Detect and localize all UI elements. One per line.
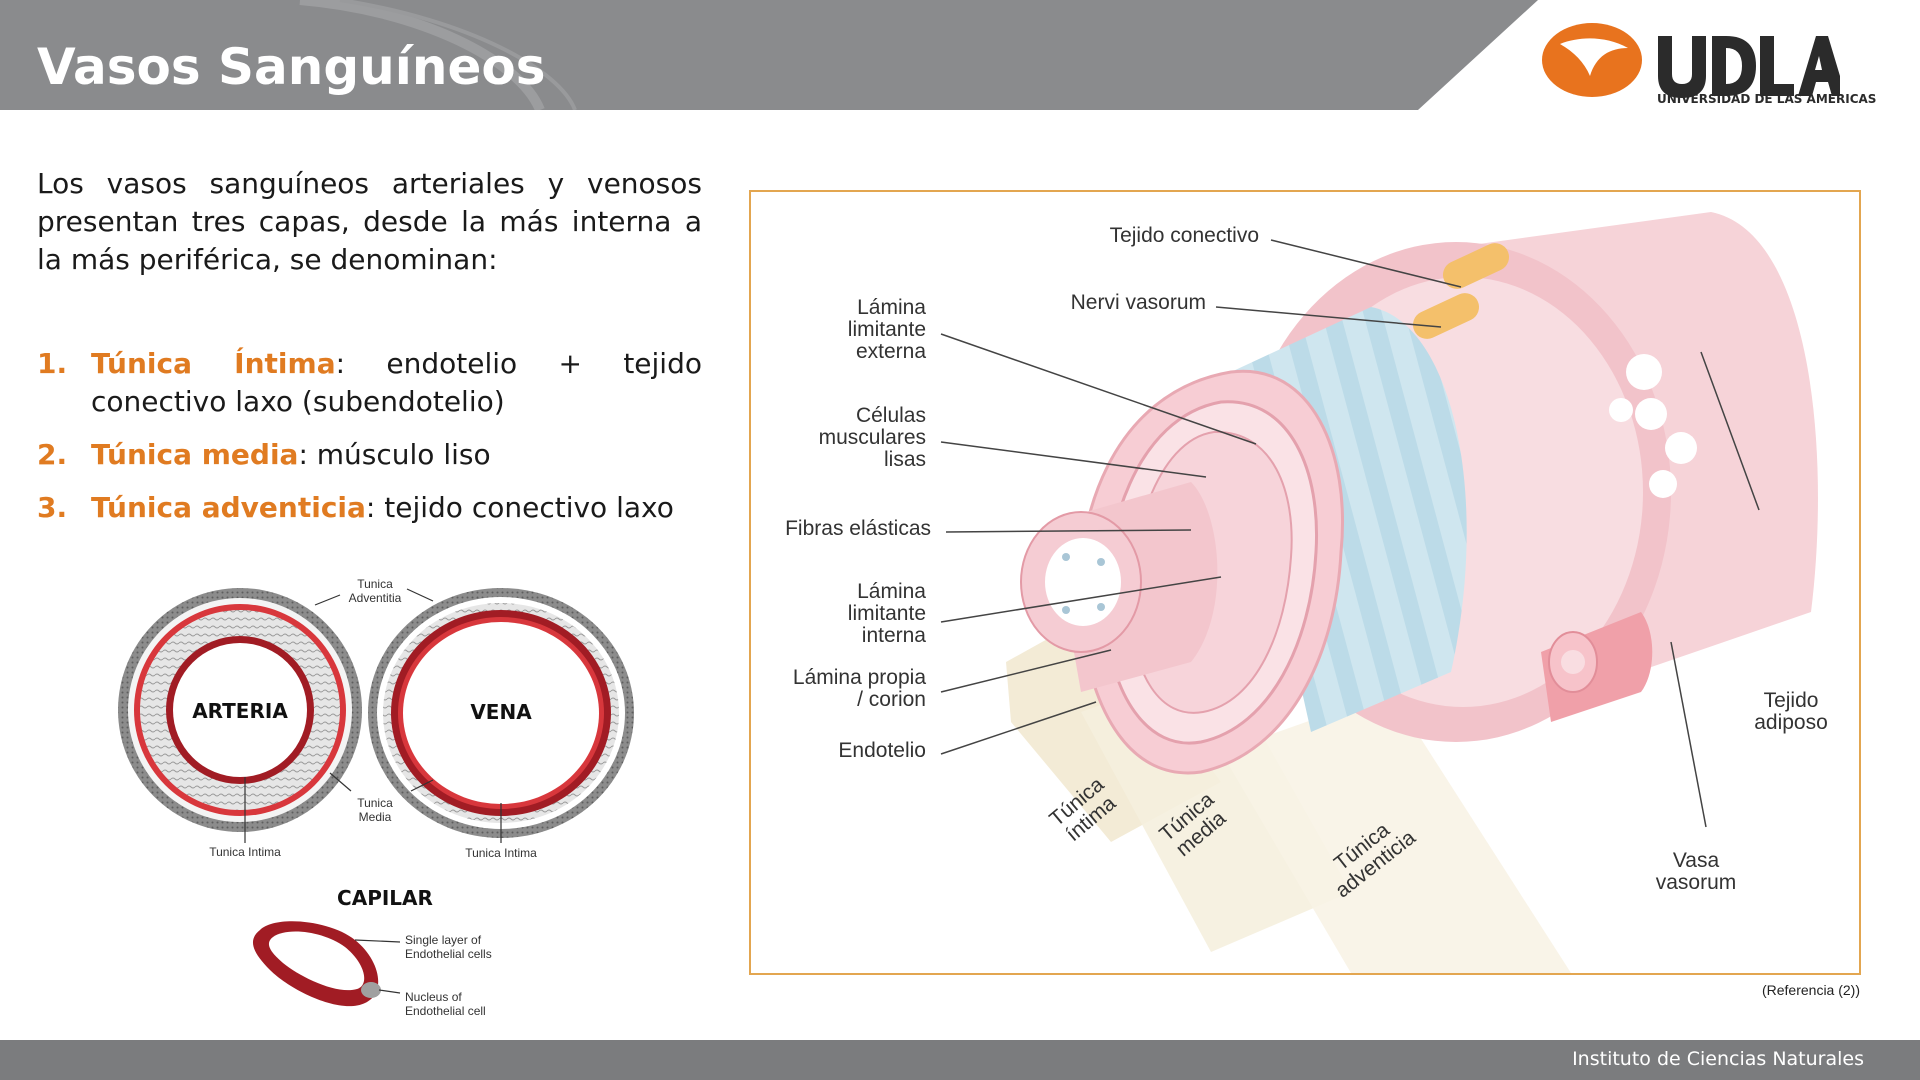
- label-adiposo-1: Tejido: [1764, 689, 1819, 712]
- label-lle-2: limitante: [848, 318, 926, 341]
- label-cml-1: Células: [856, 404, 926, 427]
- adventitia-label-2: Adventitia: [349, 591, 402, 605]
- label-vv-1: Vasa: [1673, 849, 1720, 872]
- list-term: Túnica media: [91, 438, 299, 471]
- adventitia-label-1: Tunica: [357, 577, 393, 591]
- label-endotelio: Endotelio: [838, 739, 926, 762]
- artery-vein-diagram: ARTERIA VENA Tunica Adventitia Tunica Me…: [118, 577, 634, 1018]
- media-label-1: Tunica: [357, 796, 393, 810]
- vein-cross-section: [368, 588, 634, 838]
- intima-vein-label: Tunica Intima: [465, 846, 537, 860]
- page-title: Vasos Sanguíneos: [37, 38, 546, 96]
- reference-note: (Referencia (2)): [1761, 982, 1860, 998]
- label-cml-2: musculares: [819, 426, 926, 449]
- leader-lines: [940, 239, 1760, 828]
- media-label-2: Media: [359, 810, 392, 824]
- artery-label: ARTERIA: [192, 699, 288, 723]
- list-term: Túnica Íntima: [91, 347, 336, 380]
- label-nervi-vasorum: Nervi vasorum: [1071, 291, 1206, 314]
- list-item: 1. Túnica Íntima: endotelio + tejido con…: [37, 345, 702, 421]
- label-lp-1: Lámina propia: [793, 666, 926, 689]
- vessel-wall-figure: Tejido conectivo Nervi vasorum Lámina li…: [749, 190, 1861, 975]
- nucleus-label-1: Nucleus of: [405, 990, 462, 1004]
- label-lle-1: Lámina: [857, 296, 926, 319]
- artery-cross-section: [118, 588, 362, 832]
- logo-wordmark: [1658, 36, 1840, 98]
- label-fibras: Fibras elásticas: [785, 517, 931, 540]
- header-background: [0, 0, 1538, 110]
- nervi-vasorum-shape: [1412, 243, 1510, 339]
- capillary-label: CAPILAR: [337, 886, 433, 910]
- label-cml-3: lisas: [884, 448, 926, 471]
- logo-emblem: [1542, 23, 1642, 97]
- label-lli-2: limitante: [848, 602, 926, 625]
- capillary-cross-section: [252, 921, 381, 1007]
- vessel-wall-diagram: Tejido conectivo Nervi vasorum Lámina li…: [785, 212, 1828, 973]
- label-tejido-conectivo: Tejido conectivo: [1110, 224, 1259, 247]
- intro-paragraph: Los vasos sanguíneos arteriales y venoso…: [37, 167, 702, 276]
- logo-subtitle: UNIVERSIDAD DE LAS AMÉRICAS: [1657, 92, 1877, 106]
- list-item: 3. Túnica adventicia: tejido conectivo l…: [37, 489, 702, 527]
- vasa-vasorum-shape: [1541, 612, 1653, 722]
- nucleus-label-2: Endothelial cell: [405, 1004, 486, 1018]
- list-number: 2.: [37, 438, 68, 471]
- vein-label: VENA: [470, 700, 532, 724]
- label-lli-3: interna: [862, 624, 927, 647]
- list-term: Túnica adventicia: [91, 491, 366, 524]
- udla-logo: [1542, 23, 1840, 98]
- list-desc: : músculo liso: [298, 438, 491, 471]
- footer-bar: Instituto de Ciencias Naturales: [0, 1040, 1920, 1080]
- layer-list: 1. Túnica Íntima: endotelio + tejido con…: [37, 345, 702, 542]
- adventitia-band: [1221, 692, 1571, 973]
- adipose-cells: [1609, 354, 1697, 498]
- label-lli-1: Lámina: [857, 580, 926, 603]
- label-lle-3: externa: [856, 340, 926, 363]
- label-adiposo-2: adiposo: [1754, 711, 1828, 734]
- list-desc: : endotelio + tejido conectivo laxo (sub…: [91, 347, 702, 418]
- list-number: 1.: [37, 347, 68, 380]
- intima-tube: [1020, 482, 1218, 692]
- endothelial-layer-label-1: Single layer of: [405, 933, 482, 947]
- header-bar: Vasos Sanguíneos: [0, 0, 1920, 110]
- list-number: 3.: [37, 491, 68, 524]
- label-lp-2: / corion: [857, 688, 926, 711]
- list-desc: : tejido conectivo laxo: [365, 491, 674, 524]
- list-item: 2. Túnica media: músculo liso: [37, 436, 702, 474]
- endothelial-layer-label-2: Endothelial cells: [405, 947, 492, 961]
- intima-artery-label: Tunica Intima: [209, 845, 281, 859]
- label-vv-2: vasorum: [1656, 871, 1737, 894]
- footer-text: Instituto de Ciencias Naturales: [1572, 1048, 1864, 1070]
